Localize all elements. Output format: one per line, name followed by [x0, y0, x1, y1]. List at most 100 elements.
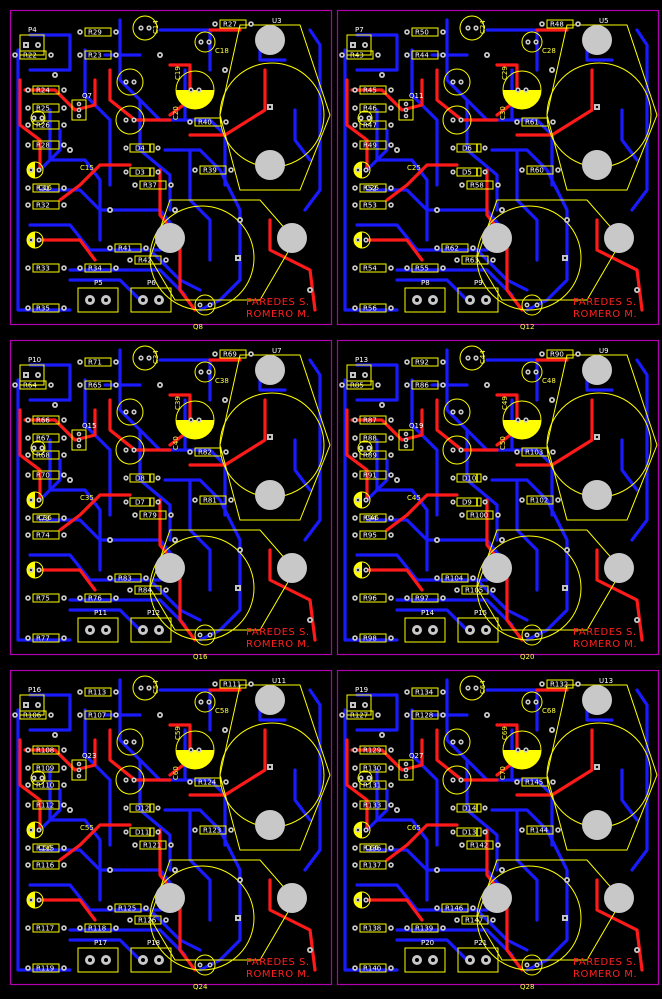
transistor-outline [521, 294, 543, 316]
pad-hole [26, 453, 30, 457]
bottom-trace [630, 28, 649, 212]
resistor-label: R26 [36, 122, 50, 130]
top-trace [108, 728, 172, 782]
pad-hole [37, 238, 41, 242]
pad-hole [534, 370, 538, 374]
resistor-label: R119 [36, 965, 54, 973]
pad-hole [224, 450, 228, 454]
top-trace [515, 398, 594, 467]
transistor-outline [521, 954, 543, 976]
bottom-trace [365, 518, 509, 567]
top-trace [188, 68, 267, 137]
pad-hole [576, 682, 580, 686]
pad-hole [635, 288, 639, 292]
pad-hole [516, 88, 520, 92]
diode-label: D12 [135, 805, 149, 813]
pad-hole [460, 183, 464, 187]
pad-hole [460, 513, 464, 517]
mounting-pad [582, 25, 612, 55]
pad-hole [359, 776, 363, 780]
diode-body [129, 497, 155, 507]
pad-hole [534, 700, 538, 704]
resistor-body [526, 165, 554, 175]
pad-hole [249, 22, 253, 26]
pad-hole [435, 538, 439, 542]
resistor-label: R126 [138, 917, 157, 925]
pad-hole [389, 306, 393, 310]
terminal-block-outline [77, 617, 119, 643]
terminal-block-outline [457, 617, 499, 643]
resistor-body [84, 27, 112, 37]
pad-hole [415, 298, 419, 302]
terminal-block-label: P21 [474, 939, 487, 947]
pad-hole [565, 218, 569, 222]
pad-hole [156, 830, 160, 834]
pad-hole [451, 778, 455, 782]
pad-hole [441, 53, 445, 57]
capacitor-outline [521, 361, 543, 383]
pad-hole [189, 88, 193, 92]
resistor-body [134, 585, 162, 595]
connector-label: P19 [355, 686, 368, 694]
bottom-trace [68, 278, 142, 302]
pad-hole [53, 733, 57, 737]
resistor-label: R32 [36, 202, 50, 210]
top-trace [350, 738, 424, 772]
bottom-trace [303, 28, 322, 212]
pad-hole [132, 448, 136, 452]
resistor-label: R31 [36, 185, 50, 193]
pad-hole [213, 352, 217, 356]
top-trace [168, 63, 192, 117]
pad-hole [49, 383, 53, 387]
resistor-body [32, 85, 60, 95]
capacitor-outline [357, 440, 373, 456]
bottom-trace [48, 108, 102, 242]
diode-label: D14 [462, 805, 477, 813]
capacitor-polarity-fill [176, 750, 214, 769]
capacitor-outline [115, 105, 145, 135]
pad-hole [485, 53, 489, 57]
pad-hole [78, 433, 80, 435]
diode-body [456, 827, 482, 837]
bottom-trace [28, 363, 72, 402]
top-trace [385, 163, 459, 202]
pad-hole [435, 208, 439, 212]
capacitor-outline [443, 728, 471, 756]
transistor-outline [194, 954, 216, 976]
resistor-body [32, 763, 60, 773]
bottom-trace [343, 378, 399, 642]
bottom-trace [48, 438, 102, 572]
pad-hole [114, 713, 118, 717]
pad-hole [197, 748, 201, 752]
resistor-body [411, 923, 439, 933]
pad-hole [88, 628, 92, 632]
pad-hole [435, 906, 439, 910]
pad-hole [483, 476, 487, 480]
bottom-trace [188, 478, 212, 592]
resistor-body [114, 903, 142, 913]
bottom-trace [83, 48, 112, 187]
resistor-body [114, 243, 142, 253]
pad-hole [551, 780, 555, 784]
diode-label: D13 [462, 829, 476, 837]
terminal-block-outline [130, 947, 172, 973]
pad-hole [68, 148, 72, 152]
resistor-body [32, 633, 60, 643]
resistor-body [461, 915, 489, 925]
pad-hole [78, 769, 80, 771]
resistor-body [194, 777, 222, 787]
pad-hole [340, 53, 344, 57]
pad-hole [635, 948, 639, 952]
resistor-body [546, 679, 574, 689]
resistor-body [521, 447, 549, 457]
resistor-label: R73 [36, 515, 50, 523]
pad-hole [484, 958, 488, 962]
bottom-trace [490, 808, 569, 922]
pad-hole [353, 123, 357, 127]
part-label-u: U11 [272, 677, 286, 685]
pad-hole [395, 478, 399, 482]
bottom-trace [365, 128, 389, 172]
pad-hole [62, 186, 66, 190]
pad-hole [405, 109, 407, 111]
pad-hole [353, 516, 357, 520]
